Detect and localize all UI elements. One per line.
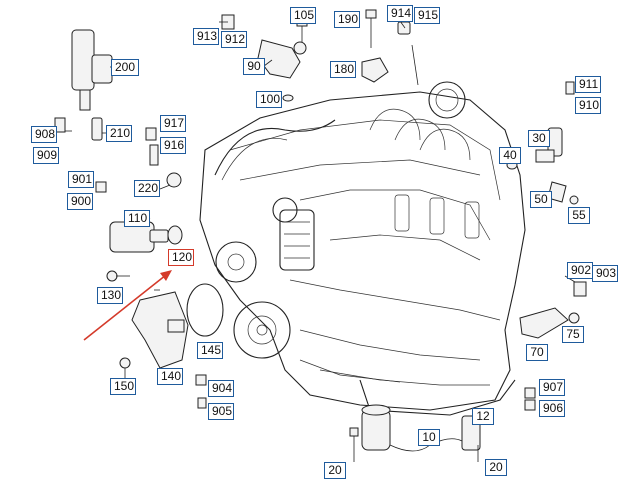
seal-100 — [282, 94, 294, 102]
callout-906[interactable]: 906 — [539, 400, 565, 417]
callout-120-highlighted[interactable]: 120 — [168, 249, 194, 266]
callout-180[interactable]: 180 — [330, 61, 356, 78]
bolt-20-left — [349, 427, 359, 462]
callout-916[interactable]: 916 — [160, 137, 186, 154]
callout-140[interactable]: 140 — [157, 368, 183, 385]
connector-904 — [195, 374, 207, 409]
callout-20-right[interactable]: 20 — [485, 459, 507, 476]
callout-907[interactable]: 907 — [539, 379, 565, 396]
callout-900[interactable]: 900 — [67, 193, 93, 210]
oring-120 — [167, 225, 183, 245]
callout-150[interactable]: 150 — [110, 378, 136, 395]
bolt-150 — [119, 357, 131, 380]
callout-105[interactable]: 105 — [290, 7, 316, 24]
callout-90[interactable]: 90 — [243, 58, 265, 75]
callout-10[interactable]: 10 — [418, 429, 440, 446]
camshaft-adjuster-magnet-200 — [71, 29, 118, 111]
callout-908[interactable]: 908 — [31, 126, 57, 143]
callout-110[interactable]: 110 — [124, 210, 150, 227]
callout-190[interactable]: 190 — [334, 11, 360, 28]
sensor-916 — [145, 127, 182, 188]
callout-50[interactable]: 50 — [530, 191, 552, 208]
callout-914[interactable]: 914 — [387, 5, 413, 22]
callout-905[interactable]: 905 — [208, 403, 234, 420]
bolt-190 — [365, 9, 377, 48]
callout-903[interactable]: 903 — [592, 265, 618, 282]
cover-140 — [131, 291, 189, 369]
bolt-130 — [106, 270, 130, 282]
connector-908 — [54, 117, 66, 133]
sensor-180 — [361, 57, 389, 83]
bracket-50 — [547, 181, 579, 205]
callout-12[interactable]: 12 — [472, 408, 494, 425]
callout-911[interactable]: 911 — [575, 76, 601, 93]
callout-130[interactable]: 130 — [97, 287, 123, 304]
callout-40[interactable]: 40 — [499, 147, 521, 164]
callout-910[interactable]: 910 — [575, 97, 601, 114]
callout-904[interactable]: 904 — [208, 380, 234, 397]
fitting-210 — [91, 117, 103, 141]
callout-902[interactable]: 902 — [567, 262, 593, 279]
sensor-30 — [535, 81, 575, 163]
callout-210[interactable]: 210 — [106, 125, 132, 142]
callout-912[interactable]: 912 — [221, 31, 247, 48]
callout-917[interactable]: 917 — [160, 115, 186, 132]
callout-55[interactable]: 55 — [568, 207, 590, 224]
pointer-arrow — [83, 270, 172, 341]
temp-sensor-914 — [397, 21, 419, 86]
engine-block — [199, 81, 526, 416]
callout-30[interactable]: 30 — [528, 130, 550, 147]
callout-100[interactable]: 100 — [256, 91, 282, 108]
callout-75[interactable]: 75 — [562, 326, 584, 343]
gasket-145 — [186, 283, 224, 337]
callout-200[interactable]: 200 — [111, 59, 139, 76]
callout-915[interactable]: 915 — [414, 7, 440, 24]
crank-sensor-70 — [519, 281, 587, 339]
callout-901[interactable]: 901 — [68, 171, 94, 188]
callout-913[interactable]: 913 — [193, 28, 219, 45]
callout-909[interactable]: 909 — [33, 147, 59, 164]
callout-145[interactable]: 145 — [197, 342, 223, 359]
callout-70[interactable]: 70 — [526, 344, 548, 361]
part-10-sensor — [361, 404, 463, 452]
callout-220[interactable]: 220 — [134, 180, 160, 197]
callout-20-left[interactable]: 20 — [324, 462, 346, 479]
